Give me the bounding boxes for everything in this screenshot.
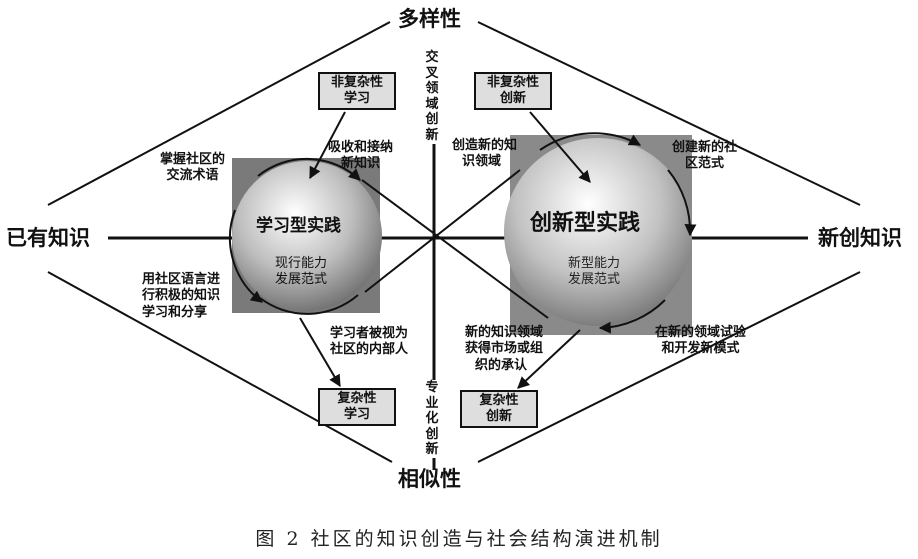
box-noncomplex-innovation-line2: 创新	[499, 91, 526, 106]
annotation-active-learning: 用社区语言进 行积极的知识 学习和分享	[142, 272, 220, 321]
box-complex-innovation-line2: 创新	[485, 409, 512, 424]
figure-caption: 图 2 社区的知识创造与社会结构演进机制	[255, 528, 663, 550]
annotation-master-terms-line1: 掌握社区的	[160, 152, 226, 167]
left-cycle-arrow-left	[228, 209, 263, 303]
diagram-canvas	[47, 21, 861, 470]
annotation-active-learning-line1: 用社区语言进	[142, 272, 221, 287]
diamond-edge-top-left	[47, 21, 391, 206]
right-practice-subtitle: 新型能力 发展范式	[568, 256, 620, 289]
left-practice-subtitle-line1: 现行能力	[275, 256, 328, 271]
box-noncomplex-learning-line1: 非复杂性	[330, 74, 383, 90]
arrow-tl-box-to-sphere	[309, 111, 346, 180]
box-noncomplex-learning: 非复杂性 学习	[318, 72, 396, 110]
axis-label-bottom: 相似性	[398, 467, 461, 491]
annotation-create-paradigm-line2: 区范式	[685, 156, 725, 172]
annotation-new-mode-line2: 和开发新模式	[661, 341, 740, 357]
annotation-active-learning-line2: 行积极的知识	[142, 288, 221, 304]
box-complex-innovation: 复杂性 创新	[460, 390, 538, 428]
left-practice-title: 学习型实践	[256, 216, 341, 236]
annotation-create-field: 创造新的知 识领域	[452, 138, 517, 171]
right-practice-title: 创新型实践	[530, 211, 641, 236]
annotation-market-recognition-line2: 获得市场或组	[465, 341, 544, 357]
diagonal-up	[364, 169, 521, 293]
right-cycle-arrow-bottom	[598, 299, 666, 334]
right-practice-subtitle-line1: 新型能力	[568, 256, 621, 271]
box-complex-innovation-line1: 复杂性	[479, 392, 519, 408]
annotation-market-recognition: 新的知识领域 获得市场或组 织的承认	[465, 325, 543, 374]
diamond-edge-bottom-right	[477, 271, 861, 463]
annotation-insider-line2: 社区的内部人	[330, 342, 409, 358]
annotation-insider-line1: 学习者被视为	[330, 326, 409, 341]
annotation-create-field-line1: 创造新的知	[452, 138, 518, 153]
arrow-tr-box-to-sphere	[529, 111, 591, 183]
box-noncomplex-learning-line2: 学习	[343, 91, 370, 106]
arrow-sphere-to-bl-box	[299, 317, 341, 388]
annotation-create-paradigm: 创建新的社 区范式	[672, 140, 737, 173]
annotation-absorb-knowledge-line1: 吸收和接纳	[328, 140, 394, 155]
annotation-create-field-line2: 识领域	[462, 154, 502, 170]
right-cycle-arrow-right	[667, 169, 697, 237]
annotation-market-recognition-line3: 织的承认	[475, 357, 528, 373]
box-complex-learning-line2: 学习	[343, 407, 370, 422]
box-complex-learning: 复杂性 学习	[318, 388, 396, 426]
box-noncomplex-innovation-line1: 非复杂性	[486, 74, 539, 90]
annotation-new-mode: 在新的领域试验 和开发新模式	[655, 325, 746, 358]
diagonal-down	[361, 179, 549, 319]
annotation-master-terms: 掌握社区的 交流术语	[160, 152, 225, 185]
diamond-edge-top-right	[477, 21, 861, 206]
annotation-create-paradigm-line1: 创建新的社	[672, 140, 738, 155]
left-practice-subtitle-line2: 发展范式	[275, 272, 328, 288]
left-cycle-arrow-top	[257, 157, 361, 181]
right-cycle-arrow-top	[539, 132, 642, 151]
vertical-label-cross-domain: 交叉领域创新	[421, 50, 443, 144]
right-practice-sphere	[504, 138, 692, 326]
annotation-new-mode-line1: 在新的领域试验	[655, 325, 747, 340]
annotation-insider: 学习者被视为 社区的内部人	[330, 326, 408, 359]
box-noncomplex-innovation: 非复杂性 创新	[474, 72, 552, 110]
vertical-label-specialized: 专业化创新	[421, 380, 443, 458]
right-practice-subtitle-line2: 发展范式	[568, 272, 621, 288]
left-cycle-arrow-bottom	[259, 294, 359, 315]
annotation-absorb-knowledge-line2: 新知识	[341, 156, 381, 172]
axis-label-top: 多样性	[398, 7, 461, 31]
left-practice-sphere	[232, 161, 382, 311]
annotation-absorb-knowledge: 吸收和接纳 新知识	[328, 140, 393, 173]
annotation-active-learning-line3: 学习和分享	[142, 304, 208, 320]
annotation-market-recognition-line1: 新的知识领域	[465, 325, 544, 340]
axis-label-right: 新创知识	[818, 226, 902, 250]
arrow-sphere-to-br-box	[517, 329, 581, 389]
box-complex-learning-line1: 复杂性	[337, 390, 377, 406]
left-practice-subtitle: 现行能力 发展范式	[275, 256, 327, 289]
diamond-edge-bottom-left	[47, 271, 393, 463]
axis-label-left: 已有知识	[6, 226, 90, 250]
annotation-master-terms-line2: 交流术语	[166, 168, 219, 184]
